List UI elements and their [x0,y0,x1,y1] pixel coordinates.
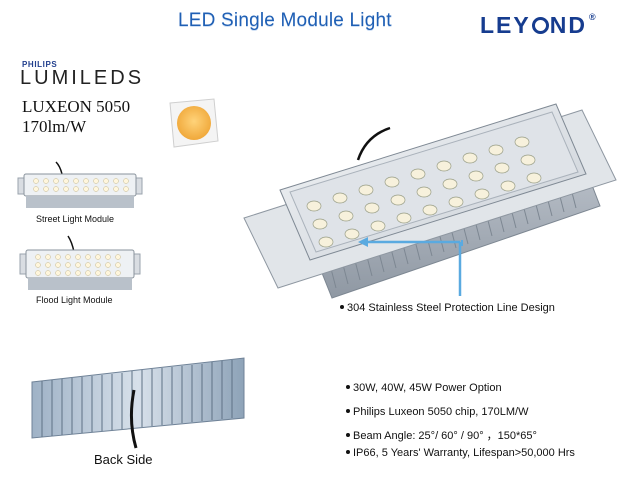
feature-chip: Philips Luxeon 5050 chip, 170LM/W [346,406,529,418]
bullet-dot-icon [340,305,344,310]
brand-logo-o-icon [531,17,549,34]
callout-label: 304 Stainless Steel Protection Line Desi… [347,302,555,314]
luxeon-chip-image [169,98,219,148]
bullet-dot-icon [346,409,350,414]
feature-text: Philips Luxeon 5050 chip, 170LM/W [353,406,529,418]
flood-light-caption: Flood Light Module [36,295,113,305]
back-side-image [31,357,245,449]
feature-text: 30W, 40W, 45W Power Option [353,382,502,394]
led-module-main-image [243,103,617,299]
feature-beam-angle: Beam Angle: 25°/ 60° / 90° ，150*65° [346,427,537,443]
philips-label: PHILIPS [22,60,58,69]
registered-mark-icon: ® [588,12,598,22]
back-side-caption: Back Side [94,452,153,467]
feature-power: 30W, 40W, 45W Power Option [346,382,502,394]
feature-text: IP66, 5 Years' Warranty, Lifespan>50,000… [353,447,575,459]
callout-text: 304 Stainless Steel Protection Line Desi… [340,302,555,314]
page-title: LED Single Module Light [178,10,392,31]
bullet-dot-icon [346,385,350,390]
brand-text-start: LEY [480,12,531,38]
feature-text: Beam Angle: 25°/ 60° / 90° ，150*65° [353,430,537,442]
lumileds-logo: LUMILEDS [20,67,145,89]
callout-line [358,237,462,296]
chip-model: LUXEON 5050 [22,97,131,116]
bullet-dot-icon [346,433,350,438]
brand-text-end: ND [549,12,587,38]
flood-light-module-image [19,235,141,290]
feature-warranty: IP66, 5 Years' Warranty, Lifespan>50,000… [346,447,575,459]
bullet-dot-icon [346,450,350,455]
street-light-caption: Street Light Module [36,214,115,224]
chip-efficacy: 170lm/W [22,117,87,136]
street-light-module-image [17,161,143,208]
brand-logo: LEY ND® [480,12,598,39]
